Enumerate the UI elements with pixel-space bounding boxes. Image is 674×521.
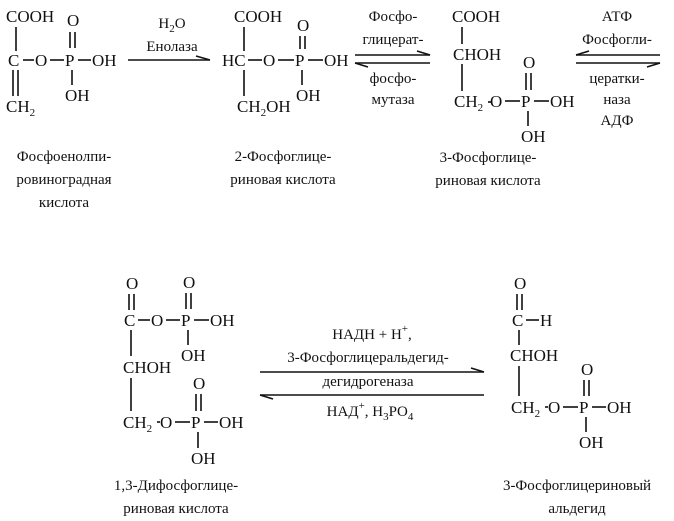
reaction-enolase: H2O Енолаза [128,16,211,61]
kinase-label-1: Фосфогли- [582,32,652,48]
compound-3pg: COOH CHOH CH2 O P OH O OH 3-Фосфоглице- … [435,7,574,189]
pep-oh-down: OH [65,86,90,105]
mutase-arrow-back-head [354,62,369,68]
mutase-arrow-forward-head [416,50,431,56]
gap-name-line2: альдегид [548,501,606,517]
pg3-o-top: O [523,53,535,72]
pg3-oh-right: OH [550,92,575,111]
bpg-o1: O [151,311,163,330]
bpg-p2: P [191,413,200,432]
pep-cooh: COOH [6,7,54,26]
pg3-ch2: CH2 [454,92,483,114]
pg2-p: P [295,51,304,70]
reaction-mutase: Фосфо- глицерат- фосфо- мутаза [354,9,431,108]
pg3-cooh: COOH [452,7,500,26]
kinase-adp: АДФ [601,113,634,129]
pep-o-top: O [67,11,79,30]
kinase-label-3: наза [603,92,631,108]
gap-oh-down: OH [579,433,604,452]
pep-ch: CH2 [6,97,35,119]
pg2-oh-right: OH [324,51,349,70]
dehydrogenase-name-2: дегидрогеназа [323,374,414,390]
compound-gap: O C H CHOH CH2 O P OH O OH 3-Фосфоглицер… [503,274,651,517]
pg3-choh: CHOH [453,45,501,64]
pg3-name-line1: 3-Фосфоглице- [440,150,537,166]
pep-name-line2: ровиноградная [16,172,111,188]
gap-ch2: CH2 [511,398,540,420]
dehydrogenase-arrow-back-head [259,394,274,400]
pg2-o: O [263,51,275,70]
bpg-oh1-down: OH [181,346,206,365]
bpg-oh1-right: OH [210,311,235,330]
gap-p: P [579,398,588,417]
dehydrogenase-name-1: 3-Фосфоглицеральдегид- [287,350,449,366]
pg2-ch2oh: CH2OH [237,97,291,119]
reaction-kinase: АТФ Фосфогли- цератки- наза АДФ [575,9,661,129]
kinase-arrow-back-head [575,50,590,56]
dehydrogenase-nad: НАД+, H3PO4 [327,400,414,423]
reaction-dehydrogenase: НАДН + H+, 3-Фосфоглицеральдегид- дегидр… [259,323,485,423]
bpg-p1: P [181,311,190,330]
mutase-label-1: Фосфо- [369,9,418,25]
pg2-o-top: O [297,16,309,35]
gap-c: C [512,311,523,330]
pg2-cooh: COOH [234,7,282,26]
mutase-label-3: фосфо- [370,71,417,87]
bpg-oh2-down: OH [191,449,216,468]
gap-h: H [540,311,552,330]
pep-p: P [65,51,74,70]
mutase-label-2: глицерат- [363,32,424,48]
kinase-arrow-forward-head [646,62,661,68]
pg2-oh-down: OH [296,86,321,105]
gap-o: O [548,398,560,417]
bpg-o1-top: O [183,273,195,292]
compound-13bpg: O C O P OH O OH CHOH CH2 O P OH O OH 1,3… [114,273,244,517]
compound-pep: COOH C O P OH O OH CH2 Фосфоенолпи- рови… [6,7,117,211]
dehydrogenase-nadh: НАДН + H+, [332,323,412,343]
gap-choh: CHOH [510,346,558,365]
gap-name-line1: 3-Фосфоглицериновый [503,478,651,494]
pep-c: C [8,51,19,70]
pg2-name-line1: 2-Фосфоглице- [235,149,332,165]
mutase-label-4: мутаза [372,92,415,108]
pg3-p: P [521,92,530,111]
enolase-arrow-head [195,55,211,61]
gap-oh-right: OH [607,398,632,417]
kinase-atp: АТФ [602,9,632,25]
enolase-label: Енолаза [146,39,198,55]
pep-o: O [35,51,47,70]
pep-name-line3: кислота [39,195,89,211]
pg2-name-line2: риновая кислота [230,172,336,188]
bpg-o2: O [160,413,172,432]
bpg-oh2-right: OH [219,413,244,432]
kinase-label-2: цератки- [589,71,644,87]
gap-o-top: O [514,274,526,293]
dehydrogenase-arrow-forward-head [470,367,485,373]
pg3-name-line2: риновая кислота [435,173,541,189]
compound-2pg: COOH HC O P OH O OH CH2OH 2-Фосфоглице- … [222,7,349,188]
pg3-o: O [490,92,502,111]
pep-name-line1: Фосфоенолпи- [17,149,112,165]
pg2-hc: HC [222,51,246,70]
bpg-o-top: O [126,274,138,293]
bpg-o2-top: O [193,374,205,393]
bpg-choh: CHOH [123,358,171,377]
pg3-oh-down: OH [521,127,546,146]
bpg-ch2: CH2 [123,413,152,435]
pep-oh-right: OH [92,51,117,70]
bpg-name-line1: 1,3-Дифосфоглице- [114,478,238,494]
gap-o-top2: O [581,360,593,379]
bpg-c: C [124,311,135,330]
bpg-name-line2: риновая кислота [123,501,229,517]
enolase-water: H2O [158,16,185,35]
